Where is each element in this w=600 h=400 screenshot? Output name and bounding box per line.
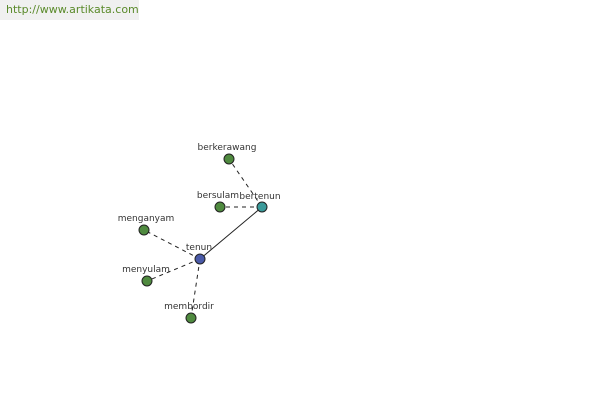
node-bersulam[interactable] — [214, 201, 226, 213]
graph-labels: tenun bertenun berkerawang bersulam menganya… — [118, 143, 281, 312]
edge-tenun-menganyam — [143, 229, 201, 260]
site-url-link[interactable]: http://www.artikata.com — [0, 0, 139, 20]
node-label-menganyam[interactable]: menganyam — [118, 214, 175, 224]
node-tenun[interactable] — [194, 253, 206, 265]
node-label-berkerawang[interactable]: berkerawang — [198, 143, 257, 153]
node-label-bertenun[interactable]: bertenun — [239, 192, 280, 202]
edge-bertenun-berkerawang — [228, 158, 263, 208]
node-label-membordir[interactable]: membordir — [164, 302, 214, 312]
node-menyulam[interactable] — [141, 275, 153, 287]
node-membordir[interactable] — [185, 312, 197, 324]
node-label-menyulam[interactable]: menyulam — [122, 265, 170, 275]
edge-tenun-bertenun — [199, 206, 263, 260]
node-bertenun[interactable] — [256, 201, 268, 213]
node-menganyam[interactable] — [138, 224, 150, 236]
edge-tenun-membordir — [190, 258, 201, 319]
node-label-tenun[interactable]: tenun — [186, 243, 212, 253]
node-berkerawang[interactable] — [223, 153, 235, 165]
graph-nodes — [138, 153, 268, 324]
edge-tenun-menyulam — [146, 258, 201, 282]
node-label-bersulam[interactable]: bersulam — [197, 191, 239, 201]
graph-edges — [143, 158, 263, 319]
